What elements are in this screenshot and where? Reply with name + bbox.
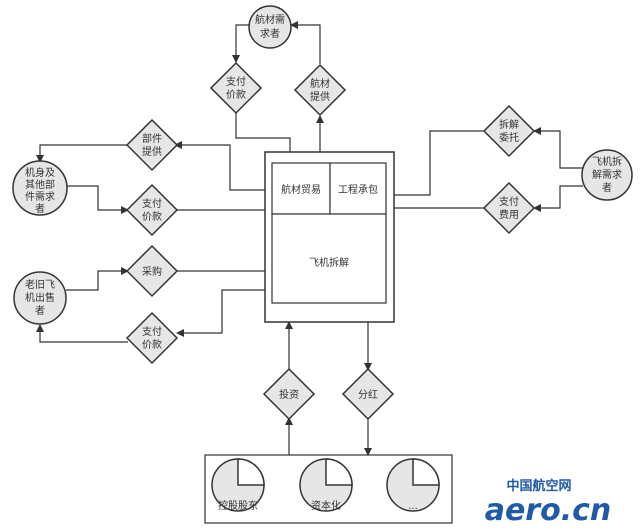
svg-text:航材需: 航材需: [255, 13, 285, 26]
central-company-box: [264, 151, 395, 323]
material-trade-label: 航材贸易: [281, 183, 321, 196]
diamond-invest: 投资: [262, 367, 316, 421]
diamond-pay-price-bottom-label: 价款: [142, 338, 162, 351]
node-fuselage-parts-demander: 机身及 其他部 件需求 者: [12, 160, 68, 216]
svg-text:机出售: 机出售: [25, 291, 55, 304]
diamond-dismantle-commission-label: 拆解: [499, 118, 519, 131]
diamond-invest-label: 投资: [279, 388, 299, 401]
edge-commission-to-box: [385, 130, 484, 199]
diamond-layer: 支付价款航材提供部件提供支付价款采购支付价款拆解委托支付费用投资分红: [125, 61, 536, 421]
controlling-shareholder-pie: [211, 458, 265, 512]
svg-text:机身及: 机身及: [25, 166, 55, 179]
edge-pay-to-trade: [235, 113, 294, 164]
diamond-purchase: 采购: [125, 244, 179, 298]
svg-text:者: 者: [35, 203, 45, 215]
diamond-parts-supply-label: 部件: [142, 132, 162, 145]
diamond-dividend-label: 分红: [358, 388, 378, 401]
watermark-domain-text: aero.cn: [485, 493, 612, 528]
diamond-pay-fee-label: 费用: [499, 208, 519, 221]
svg-text:者: 者: [35, 305, 45, 317]
edge-box-to-pay-bottom: [176, 289, 265, 337]
edge-parts-to-demander: [36, 144, 129, 163]
edge-seller-to-purchase: [66, 267, 129, 291]
diamond-pay-price-top-label: 支付: [226, 75, 246, 88]
aircraft-dismantling-label: 飞机拆解: [309, 256, 349, 269]
edge-demander-right-to-payfee: [533, 185, 583, 212]
capitalization-pie: [299, 458, 353, 512]
diamond-parts-supply-label: 提供: [142, 145, 162, 158]
svg-text:解需求: 解需求: [592, 168, 622, 181]
engineering-contract-label: 工程承包: [338, 183, 378, 196]
edge-demander-to-pay-left: [65, 185, 129, 214]
svg-text:者: 者: [602, 182, 612, 194]
diamond-pay-fee-label: 支付: [499, 195, 519, 208]
controlling-shareholder-label: 控股股东: [218, 499, 258, 512]
diamond-material-supply-label: 提供: [310, 90, 330, 103]
capitalization-label: 资本化: [311, 499, 341, 512]
edge-demander-to-pay: [232, 24, 249, 63]
aero-cn-watermark: 中国航空网 aero.cn: [485, 478, 612, 528]
diamond-purchase-label: 采购: [142, 265, 162, 278]
other-shareholder-pie: [386, 458, 440, 512]
svg-text:件需求: 件需求: [25, 191, 55, 203]
edge-supply-to-demander: [290, 21, 321, 64]
diamond-dismantle-commission-label: 委托: [499, 131, 519, 144]
other-shareholder-label: ...: [408, 501, 418, 512]
diamond-material-supply-label: 航材: [310, 77, 330, 90]
svg-text:老旧飞: 老旧飞: [25, 278, 55, 291]
watermark-cn-text: 中国航空网: [506, 478, 571, 494]
svg-text:其他部: 其他部: [25, 178, 55, 191]
svg-text:飞机拆: 飞机拆: [592, 155, 622, 168]
node-old-aircraft-seller: 老旧飞 机出售 者: [13, 271, 67, 325]
edge-pay-bottom-to-seller: [36, 324, 128, 343]
diamond-pay-price-left-label: 价款: [142, 210, 162, 223]
edge-trade-to-parts: [174, 141, 272, 191]
node-dismantle-demander: 飞机拆 解需求 者: [581, 149, 633, 201]
edge-demander-right-to-commission: [533, 127, 583, 169]
connectors: [36, 21, 583, 456]
svg-text:求者: 求者: [260, 28, 280, 40]
diamond-pay-price-left-label: 支付: [142, 197, 162, 210]
diamond-pay-price-bottom-label: 支付: [142, 325, 162, 338]
shareholders-panel: [204, 454, 453, 524]
diamond-pay-price-top-label: 价款: [226, 88, 246, 101]
node-aircraft-material-demander: 航材需 求者: [248, 5, 292, 49]
diamond-dividend: 分红: [341, 367, 395, 421]
